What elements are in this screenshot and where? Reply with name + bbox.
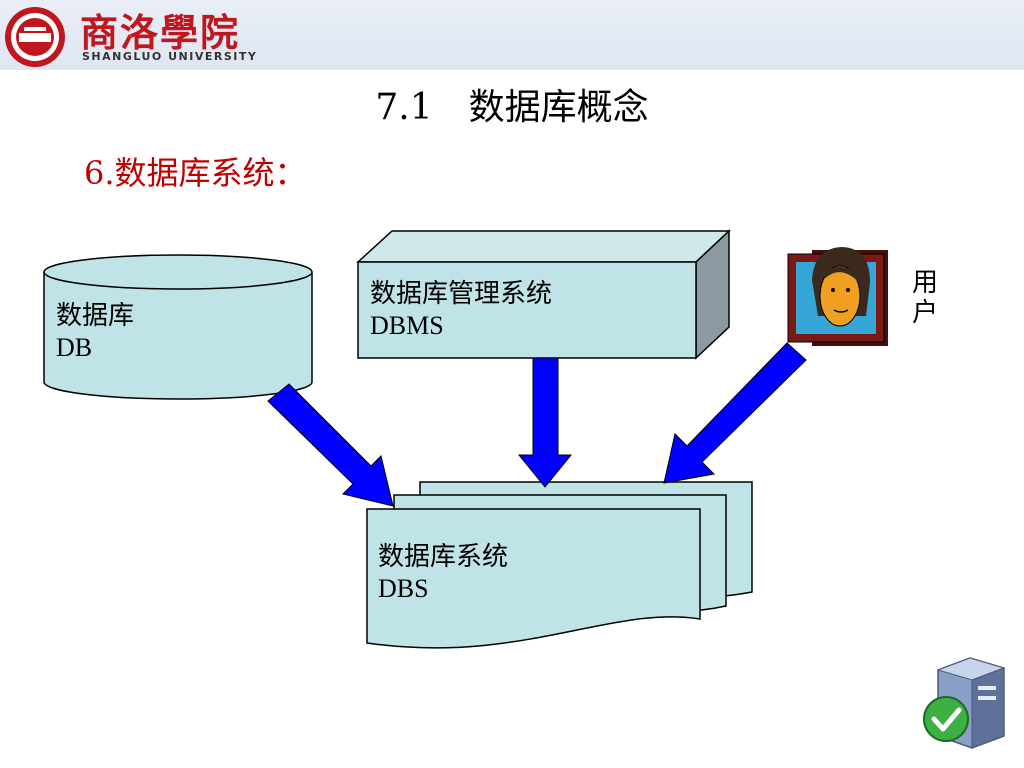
header-bar: 商洛學院 SHANGLUO UNIVERSITY xyxy=(0,0,1024,70)
dbs-label: 数据库系统 DBS xyxy=(378,541,508,605)
server-check-icon xyxy=(923,657,1006,749)
dbms-label: 数据库管理系统 DBMS xyxy=(370,278,552,342)
dbms-label-en: DBMS xyxy=(370,311,444,340)
db-label-cn: 数据库 xyxy=(56,301,135,330)
section-subtitle: 6.数据库系统： xyxy=(84,154,307,192)
page-title: 7.1 数据库概念 xyxy=(375,87,649,128)
arrow-user-to-dbs xyxy=(663,342,807,484)
brand-name-en: SHANGLUO UNIVERSITY xyxy=(82,50,258,63)
dbs-label-cn: 数据库系统 xyxy=(378,542,509,571)
arrow-db-to-dbs xyxy=(267,383,394,507)
db-label: 数据库 DB xyxy=(56,300,134,364)
brand-name-cn: 商洛學院 xyxy=(80,10,241,55)
university-logo-icon xyxy=(5,7,65,67)
database-cylinder xyxy=(43,254,313,400)
dbms-box xyxy=(356,229,731,360)
db-label-en: DB xyxy=(56,333,93,362)
user-portrait-icon xyxy=(787,247,888,346)
arrow-dbms-to-dbs xyxy=(517,357,573,488)
dbms-label-cn: 数据库管理系统 xyxy=(370,279,553,308)
user-label: 用户 xyxy=(912,268,939,328)
dbs-label-en: DBS xyxy=(378,574,429,603)
dbs-documents xyxy=(366,481,753,649)
